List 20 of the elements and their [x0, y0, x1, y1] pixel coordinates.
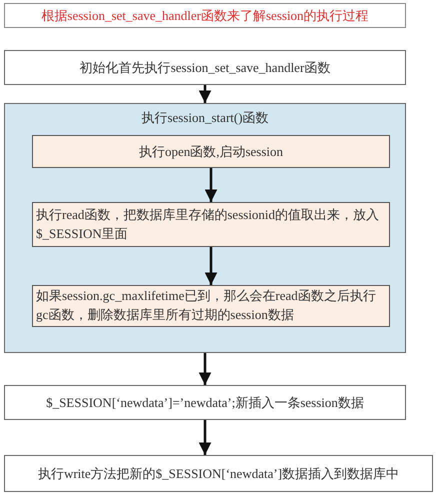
box-text: 执行write方法把新的$_SESSION[‘newdata’]数据插入到数据库中 — [38, 464, 400, 482]
arrow — [204, 168, 218, 202]
box-text: 执行open函数,启动session — [138, 142, 284, 160]
arrow — [204, 247, 218, 285]
process-box — [4, 50, 406, 85]
process-box — [4, 455, 433, 492]
box-text: 执行read函数，把数据库里存储的sessionid的值取出来，放入$_SESSION里面 — [36, 206, 380, 242]
title-box: 根据session_set_save_handler函数来了解session的执行过程 — [4, 3, 406, 28]
box-text: 初始化首先执行session_set_save_handler函数 — [80, 58, 330, 76]
process-box — [4, 385, 406, 420]
arrow — [198, 85, 212, 103]
process-box — [32, 202, 390, 247]
box-text: 执行session_start()函数 — [141, 109, 269, 127]
arrow — [198, 420, 212, 455]
arrow — [198, 353, 212, 385]
box-text: $_SESSION[‘newdata’]=’newdata’;新插入一条session数据 — [46, 394, 364, 412]
process-box — [32, 135, 390, 168]
group-box — [4, 103, 406, 353]
process-box — [32, 285, 390, 327]
box-text: 如果session.gc_maxlifetime已到，那么会在read函数之后执行gc函数，删除数据库里所有过期的session数据 — [36, 287, 377, 324]
